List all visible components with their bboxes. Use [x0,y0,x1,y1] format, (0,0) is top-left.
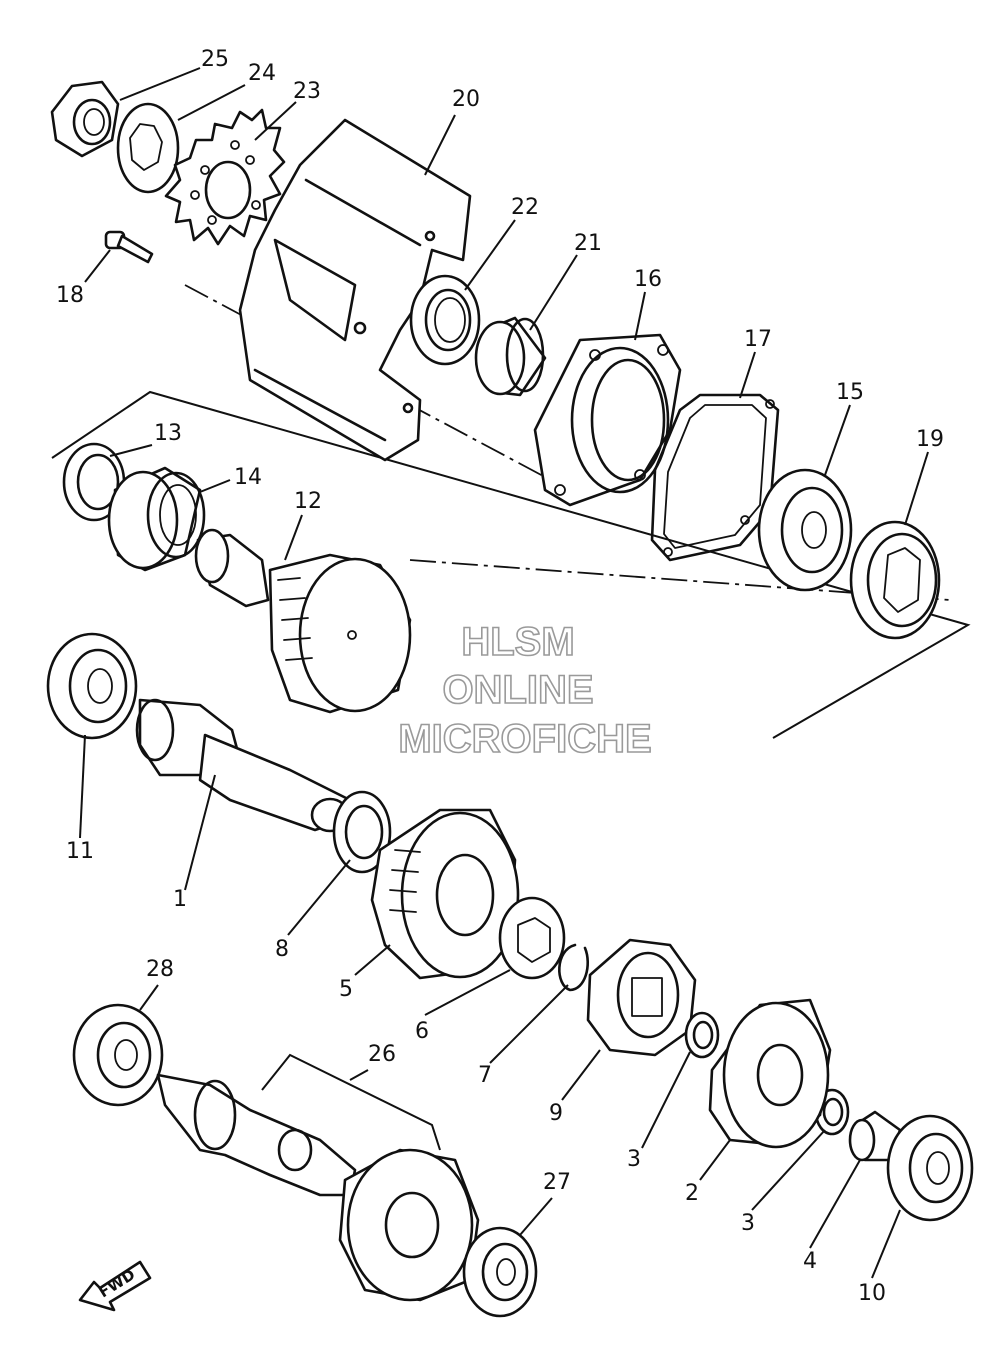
assembly-bracket-outline [51,390,971,739]
lock-washer-6 [498,896,566,980]
gear-5 [370,808,520,980]
callout-26: 26 [368,1042,396,1067]
watermark-line-1: HLSM [461,620,574,664]
nut-25 [50,80,120,158]
callout-27: 27 [543,1170,571,1195]
callout-6: 6 [415,1019,429,1044]
fwd-arrow: FWD [78,1260,152,1312]
circlip-7 [558,943,590,992]
washer-3-upper [684,1011,720,1059]
watermark: HLSM ONLINE MICROFICHE [398,619,653,762]
bearing-15 [757,468,853,592]
callout-23: 23 [293,79,321,104]
sprocket-cover-20 [238,118,472,462]
bearing-27 [462,1226,538,1318]
callout-4: 4 [803,1249,817,1274]
lock-plate-19 [849,520,941,640]
callout-3-upper: 3 [627,1147,641,1172]
main-shaft-1 [135,698,352,833]
callout-21: 21 [574,231,602,256]
callout-18: 18 [56,283,84,308]
bearing-11 [46,632,138,740]
collar-21 [474,316,547,397]
callout-20: 20 [452,87,480,112]
bearing-10 [886,1114,974,1222]
callout-13: 13 [154,421,182,446]
gear-12 [194,528,412,714]
lock-washer-24 [116,102,180,194]
oil-seal-22 [409,274,481,366]
callout-5: 5 [339,977,353,1002]
watermark-line-2: ONLINE [442,668,593,712]
callout-1: 1 [173,887,187,912]
callout-labels: 25 24 23 20 22 21 16 17 15 19 18 13 14 1… [56,47,944,1306]
bushing-4 [848,1110,902,1162]
gasket-17 [650,393,780,562]
callout-15: 15 [836,380,864,405]
callout-9: 9 [549,1101,563,1126]
callout-10: 10 [858,1281,886,1306]
callout-11: 11 [66,839,94,864]
callout-17: 17 [744,327,772,352]
needle-bearing-14 [107,466,206,572]
callout-2: 2 [685,1181,699,1206]
gear-2 [708,998,832,1149]
center-line-mid [409,559,951,601]
washer-8 [332,790,392,874]
callout-14: 14 [234,465,262,490]
bearing-housing-16 [533,333,682,507]
bolt-18 [104,230,154,264]
drive-axle-26 [156,1073,480,1302]
callout-28: 28 [146,957,174,982]
leader-lines [79,67,929,1279]
callout-24: 24 [248,61,276,86]
callout-8: 8 [275,937,289,962]
callout-22: 22 [511,195,539,220]
watermark-line-3: MICROFICHE [398,717,651,761]
sprocket-23 [164,108,286,246]
callout-16: 16 [634,267,662,292]
dog-clutch-9 [586,938,697,1057]
bearing-28 [72,1003,164,1107]
callout-12: 12 [294,489,322,514]
callout-25: 25 [201,47,229,72]
callout-3-lower: 3 [741,1211,755,1236]
callout-7: 7 [478,1063,492,1088]
callout-19: 19 [916,427,944,452]
